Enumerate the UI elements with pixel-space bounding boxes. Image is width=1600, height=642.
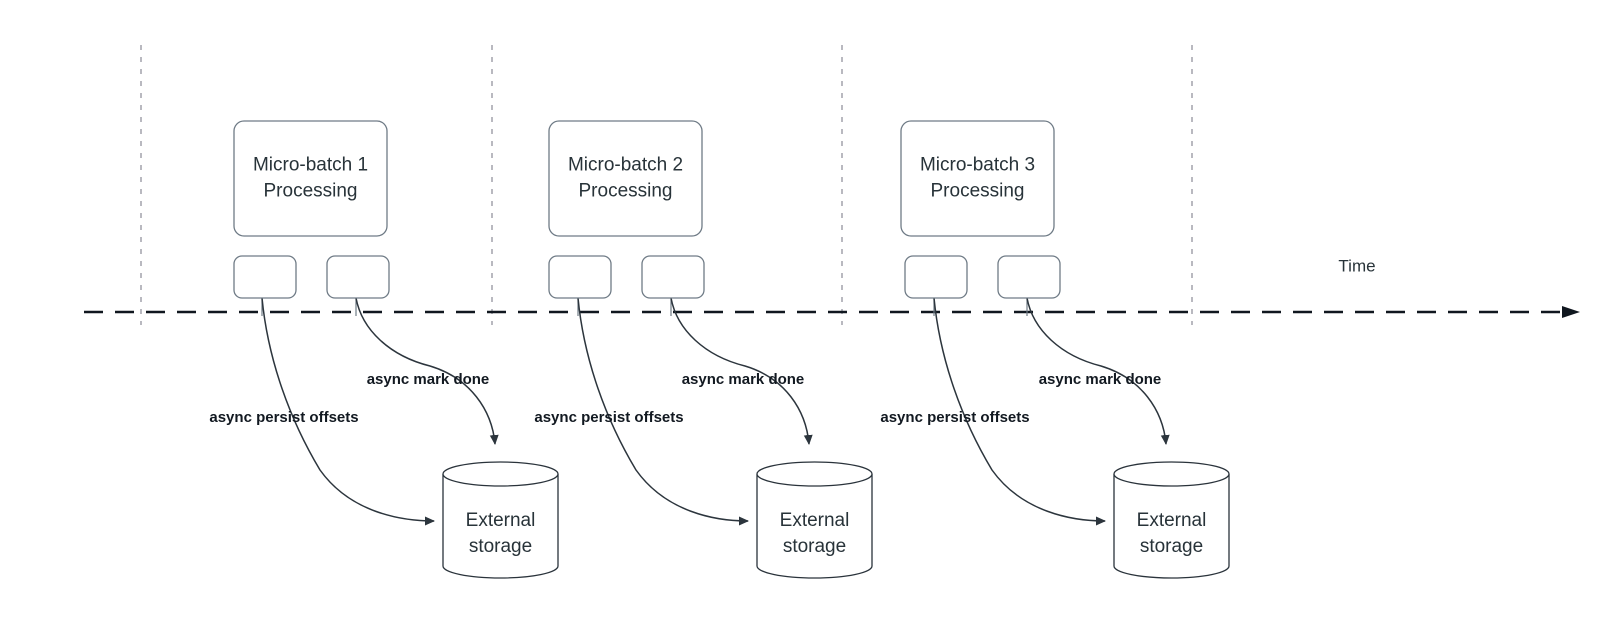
async-persist-offsets-label-1: async persist offsets [209, 409, 358, 426]
flow-edges [261, 297, 1170, 526]
async-mark-done-edge-1 [355, 297, 499, 445]
persist-offsets-task-box-1[interactable] [233, 255, 297, 299]
cylinder-body [1113, 474, 1230, 579]
async-persist-offsets-label-3: async persist offsets [880, 409, 1029, 426]
async-mark-done-label-3: async mark done [1039, 371, 1162, 388]
external-storage-subtitle: storage [1140, 536, 1203, 557]
micro-batch-box-3[interactable]: Micro-batch 3 Processing [900, 120, 1055, 237]
async-persist-offsets-edge-3 [933, 297, 1106, 526]
micro-batch-box-subtitle: Processing [931, 181, 1025, 202]
external-storage-cylinder-3[interactable]: External storage [1113, 461, 1230, 579]
micro-batch-box-2[interactable]: Micro-batch 2 Processing [548, 120, 703, 237]
micro-batch-box-1[interactable]: Micro-batch 1 Processing [233, 120, 388, 237]
edge-labels: async persist offsets async mark done asyn… [209, 371, 1161, 426]
micro-batch-box-subtitle: Processing [579, 181, 673, 202]
external-storage-cylinder-1[interactable]: External storage [442, 461, 559, 579]
external-storage-cylinder-2[interactable]: External storage [756, 461, 873, 579]
cylinder-body [442, 474, 559, 579]
cylinder-body [756, 474, 873, 579]
async-mark-done-edge-3 [1026, 297, 1170, 445]
micro-batch-box-shape [900, 120, 1055, 237]
external-storage-title: External [1137, 510, 1207, 531]
async-persist-offsets-edge-1 [261, 297, 435, 526]
time-axis: Time [84, 256, 1580, 318]
mark-done-task-box-2[interactable] [641, 255, 705, 299]
external-storage-title: External [780, 510, 850, 531]
micro-batch-box-shape [548, 120, 703, 237]
async-mark-done-label-1: async mark done [367, 371, 490, 388]
micro-batch-box-shape [233, 120, 388, 237]
micro-batch-box-title: Micro-batch 2 [568, 155, 683, 176]
async-mark-done-edge-2 [670, 297, 813, 445]
time-axis-arrow-icon [1562, 306, 1580, 318]
persist-offsets-task-box-3[interactable] [904, 255, 968, 299]
micro-batch-box-title: Micro-batch 3 [920, 155, 1035, 176]
external-storage-title: External [466, 510, 536, 531]
cylinder-top-ellipse [442, 461, 559, 487]
cylinder-top-ellipse [1113, 461, 1230, 487]
mark-done-task-box-1[interactable] [326, 255, 390, 299]
async-persist-offsets-edge-2 [577, 297, 749, 526]
external-storage-subtitle: storage [469, 536, 532, 557]
async-persist-offsets-label-2: async persist offsets [534, 409, 683, 426]
persist-offsets-task-box-2[interactable] [548, 255, 612, 299]
mark-done-task-box-3[interactable] [997, 255, 1061, 299]
micro-batch-box-subtitle: Processing [264, 181, 358, 202]
micro-batch-box-title: Micro-batch 1 [253, 155, 368, 176]
async-mark-done-label-2: async mark done [682, 371, 805, 388]
external-storage-subtitle: storage [783, 536, 846, 557]
cylinder-top-ellipse [756, 461, 873, 487]
time-axis-label: Time [1338, 256, 1375, 275]
